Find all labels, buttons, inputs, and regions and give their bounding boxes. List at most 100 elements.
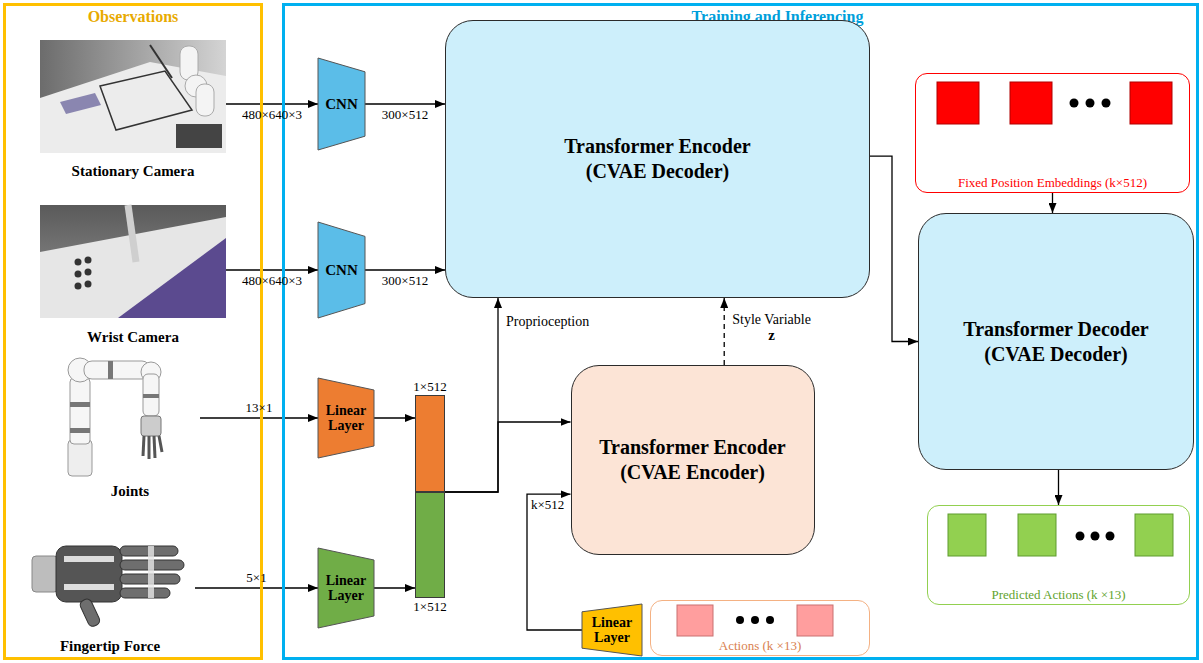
edge-label: k×512 — [531, 497, 564, 512]
connector-arrow — [200, 417, 318, 418]
logo-dot — [75, 283, 82, 290]
palm-stripe — [64, 584, 114, 590]
stationary-camera-photo — [40, 40, 226, 153]
logo-dot — [85, 281, 92, 288]
camera-image: Stationary Camera — [40, 40, 226, 180]
connector-arrow — [365, 269, 445, 270]
feature-bar: 1×512 — [415, 395, 445, 492]
trapezoid-outline — [318, 548, 374, 628]
arm-finger — [143, 436, 144, 456]
connector-arrow — [445, 298, 498, 492]
transformer-box: Transformer Decoder (CVAE Decoder) — [918, 213, 1194, 470]
action-square — [797, 605, 833, 636]
image-caption: Joints — [60, 483, 200, 500]
observations-panel: ObservationsStationary CameraWrist Camer… — [3, 3, 263, 660]
arm-finger — [148, 436, 151, 459]
ellipsis-dot — [766, 616, 774, 624]
trapezoid-outline — [318, 58, 365, 150]
prediction-strip: Predicted Actions (k ×13) — [927, 505, 1190, 605]
ellipsis-dot — [1086, 99, 1095, 108]
trapezoid-outline — [582, 604, 642, 656]
edge-label: 480×640×3 — [242, 273, 302, 288]
arm-column — [70, 378, 90, 444]
strip-label: Predicted Actions (k ×13) — [928, 587, 1189, 602]
force-image: Fingertip Force — [25, 512, 195, 655]
gripper-rod — [150, 45, 172, 78]
ellipsis-dot — [1091, 532, 1100, 541]
embedding-square — [1130, 82, 1172, 124]
logo-dot — [75, 271, 82, 278]
arm-hand — [141, 416, 161, 436]
embedding-squares — [937, 82, 1172, 124]
ellipsis-dot — [736, 616, 744, 624]
photo-ground — [40, 40, 226, 153]
hand-finger — [120, 588, 170, 598]
connector-arrow — [870, 156, 918, 341]
ellipsis-dot — [1076, 532, 1085, 541]
connector-arrow — [374, 417, 415, 418]
image-caption: Wrist Camera — [40, 329, 226, 346]
cnn-block: CNN — [318, 222, 365, 318]
block-label: CNN — [325, 96, 358, 113]
arm-base — [68, 440, 92, 476]
edge-label: 480×640×3 — [242, 107, 302, 122]
transformer-box: Transformer Encoder (CVAE Decoder) — [445, 20, 870, 298]
robot-hand-figure — [32, 546, 184, 628]
block-label: Linear Layer — [320, 573, 372, 604]
ellipsis-dot — [1106, 532, 1115, 541]
connector-arrow — [374, 587, 415, 588]
linear-layer: Linear Layer — [318, 548, 374, 628]
gripper-finger — [128, 205, 136, 262]
box-label: Transformer Decoder (CVAE Decoder) — [946, 317, 1166, 367]
table-outline — [100, 71, 192, 130]
table-surface — [40, 62, 226, 153]
connector-arrow — [1052, 193, 1053, 213]
edge-label: 5×1 — [246, 570, 266, 585]
arm-link — [84, 361, 150, 379]
box-label: Transformer Encoder (CVAE Encoder) — [583, 435, 803, 485]
edge-label: Proprioception — [506, 314, 589, 329]
robot-link — [196, 84, 214, 116]
robot-arm-figure — [68, 358, 162, 476]
equipment — [176, 124, 222, 148]
logo-dot — [85, 269, 92, 276]
image-caption: Fingertip Force — [25, 638, 195, 655]
embedding-strip: Fixed Position Embeddings (k×512) — [915, 73, 1190, 193]
embedding-square — [937, 82, 979, 124]
block-label: CNN — [325, 262, 358, 279]
action-square — [1018, 514, 1056, 556]
purple-object — [60, 93, 101, 114]
camera-image: Wrist Camera — [40, 205, 226, 346]
dimension-label: 1×512 — [413, 599, 446, 614]
connector-arrow — [365, 103, 445, 104]
image-caption: Stationary Camera — [40, 163, 226, 180]
ellipsis-dot — [751, 616, 759, 624]
connector-arrow — [1058, 470, 1059, 505]
trapezoid-outline — [318, 378, 374, 458]
dimension-label: 1×512 — [413, 379, 446, 394]
arm-link — [143, 374, 159, 416]
arm-finger — [159, 436, 162, 452]
predicted-action-squares — [948, 514, 1173, 556]
action-square — [948, 514, 986, 556]
style-variable-symbol: z — [768, 328, 775, 343]
arm-band — [108, 361, 113, 379]
cnn-block: CNN — [318, 58, 365, 150]
embedding-square — [1010, 82, 1052, 124]
strip-label: Actions (k ×13) — [651, 638, 869, 653]
hand-wrist — [32, 556, 58, 592]
arm-band — [70, 402, 90, 407]
action-square — [677, 605, 713, 636]
photo-ground — [40, 205, 226, 318]
ellipsis-dot — [1102, 99, 1111, 108]
finger-joint — [148, 546, 154, 598]
panel-title: Observations — [88, 7, 179, 26]
dashed-arrow — [724, 298, 725, 365]
hand-palm — [56, 546, 122, 602]
feature-bar: 1×512 — [415, 492, 445, 598]
action-squares — [677, 605, 833, 636]
joint-image: Joints — [60, 345, 200, 500]
box-label: Transformer Encoder (CVAE Decoder) — [548, 134, 768, 184]
connector-arrow — [445, 422, 571, 492]
block-label: Linear Layer — [585, 615, 639, 646]
